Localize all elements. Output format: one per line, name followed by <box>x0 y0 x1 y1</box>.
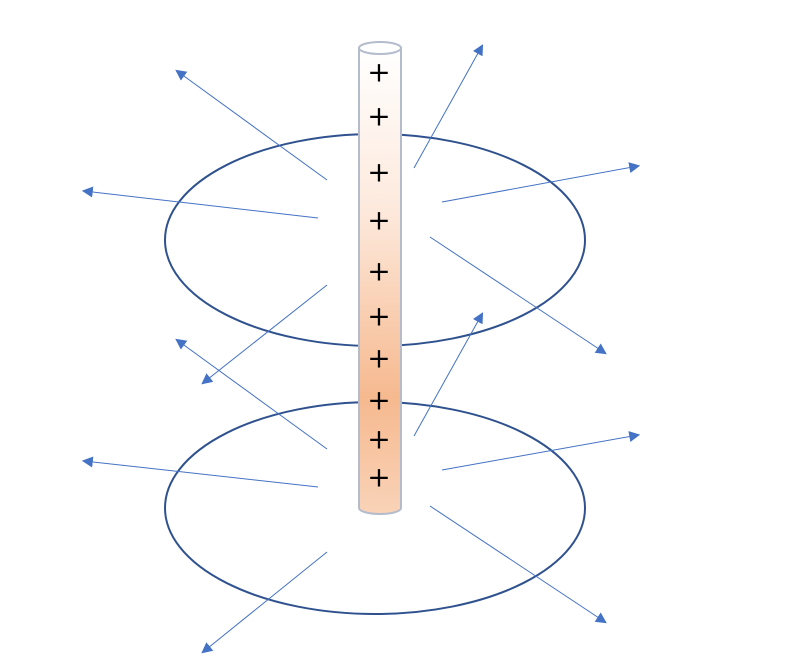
arrow-icon <box>429 236 607 355</box>
arrow-icon <box>81 186 319 219</box>
arrow-icon <box>441 431 641 471</box>
top-field-arrows <box>81 44 641 385</box>
charge-plus: + <box>367 423 390 456</box>
arrow-icon <box>441 162 641 203</box>
rod-top-cap <box>358 41 402 55</box>
arrow-icon <box>413 312 484 437</box>
arrow-icon <box>429 505 607 624</box>
charge-plus: + <box>367 156 390 189</box>
arrow-icon <box>175 69 328 181</box>
arrow-icon <box>81 456 319 488</box>
arrow-icon <box>201 551 328 654</box>
charge-plus: + <box>367 100 390 133</box>
arrow-icon <box>413 44 484 169</box>
arrow-icon <box>175 338 328 450</box>
charge-plus: + <box>367 56 390 89</box>
charge-plus: + <box>367 384 390 417</box>
charge-plus: + <box>367 255 390 288</box>
charge-plus: + <box>367 300 390 333</box>
bottom-field-arrows <box>81 312 641 654</box>
charge-plus: + <box>367 342 390 375</box>
charge-labels: + + + + + + + + + + <box>367 56 390 494</box>
arrow-icon <box>201 284 328 385</box>
charge-plus: + <box>367 461 390 494</box>
rod-body <box>358 47 402 515</box>
charge-plus: + <box>367 204 390 237</box>
charged-rod: + + + + + + + + + + <box>358 41 402 515</box>
